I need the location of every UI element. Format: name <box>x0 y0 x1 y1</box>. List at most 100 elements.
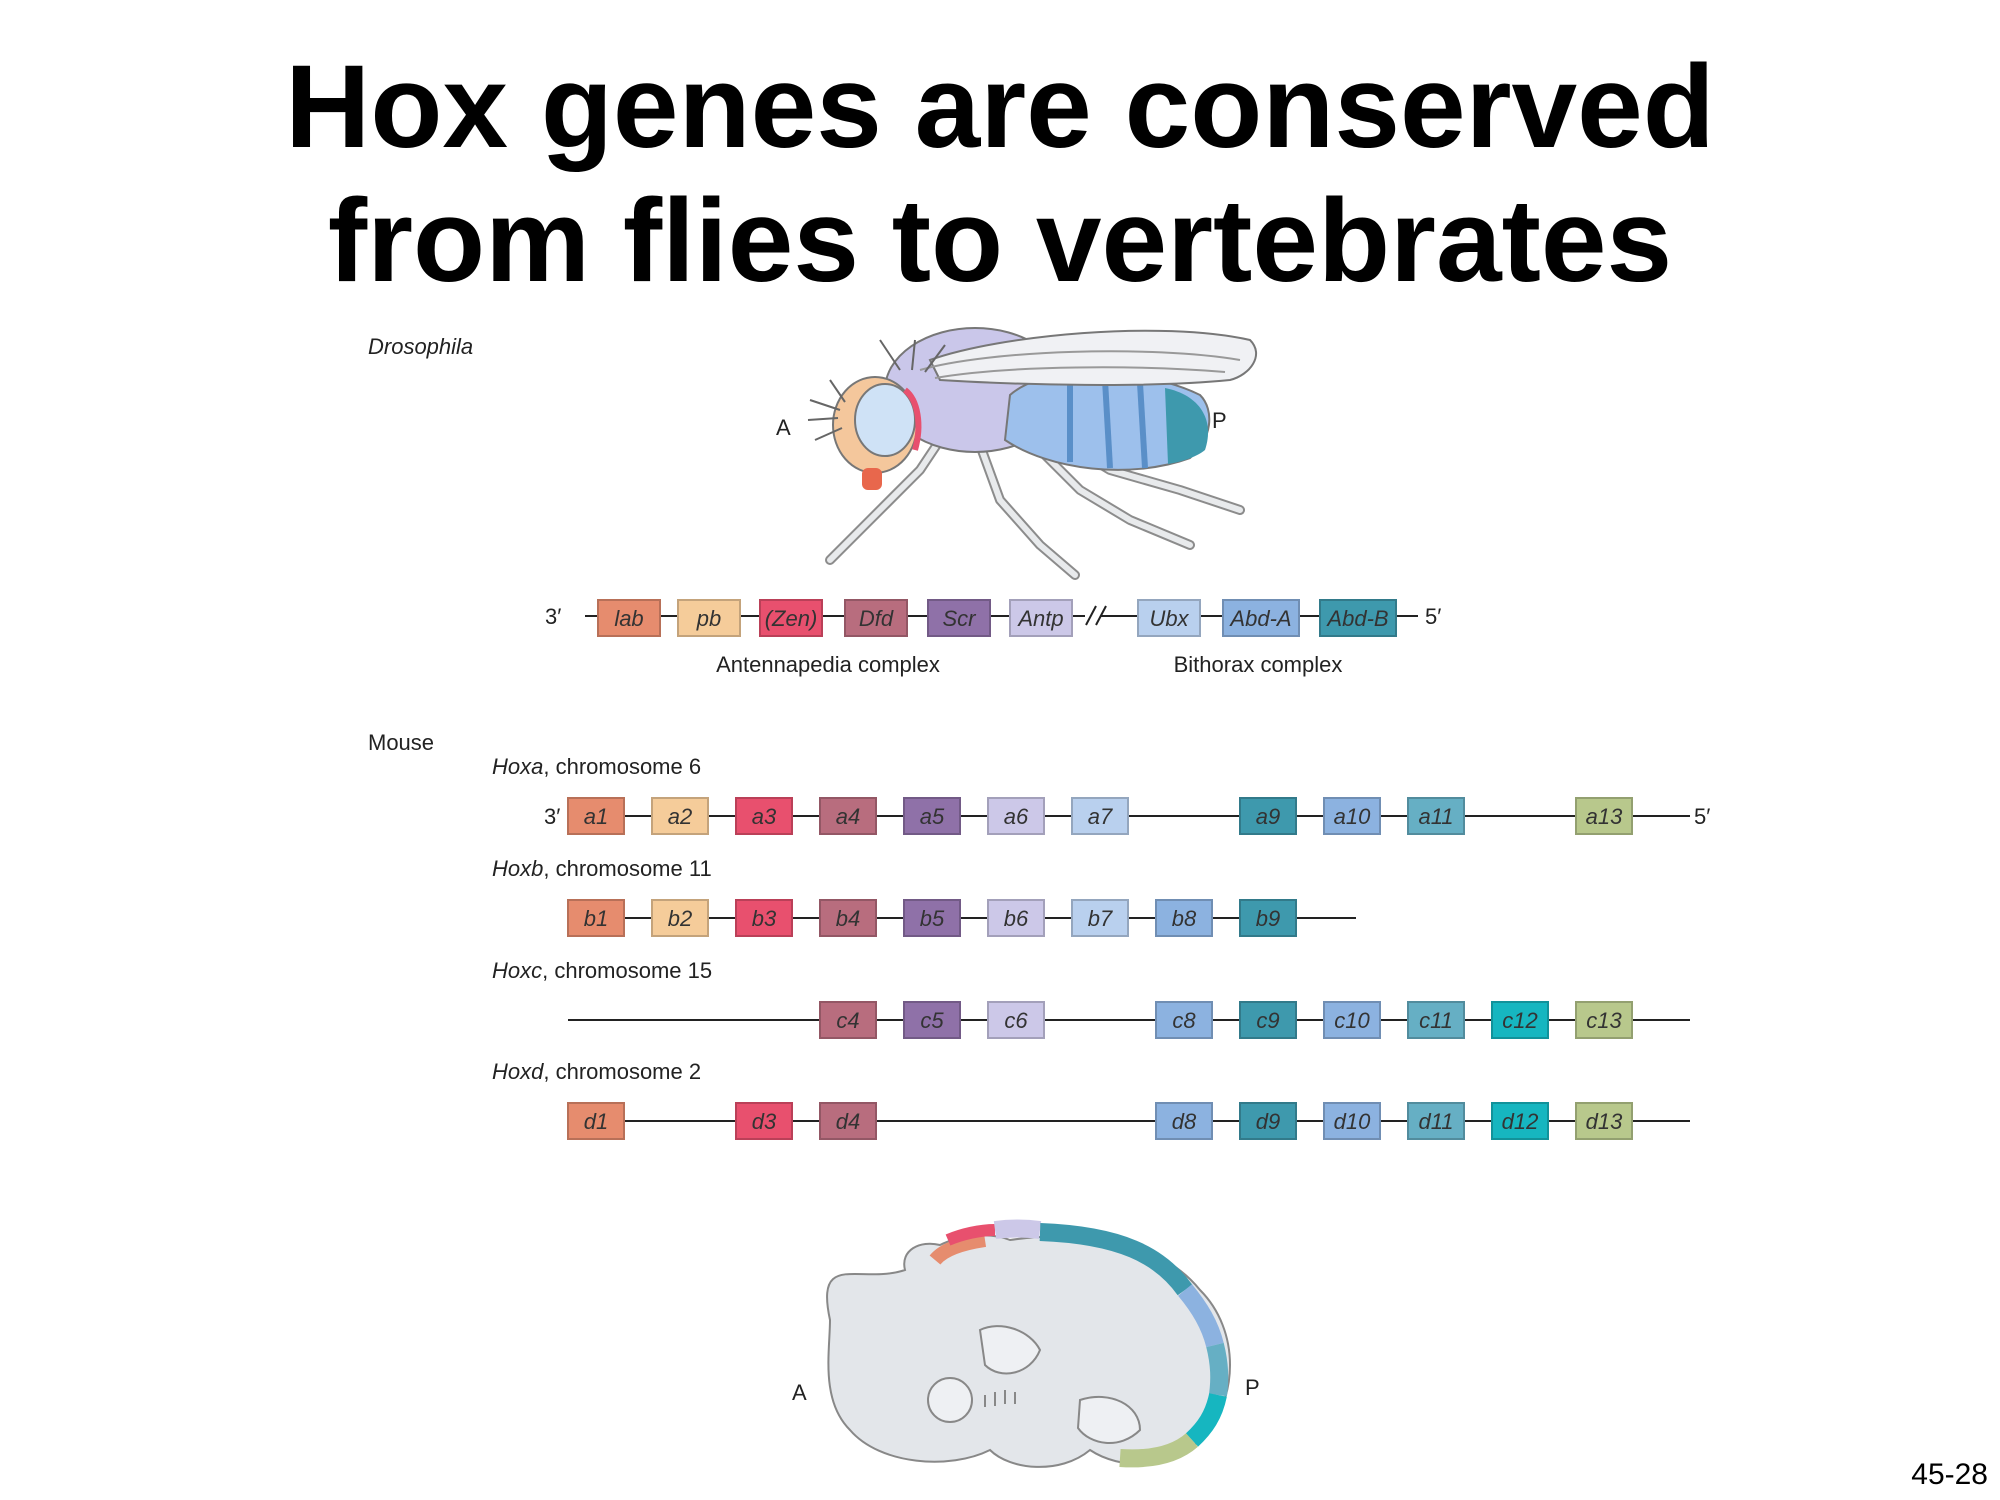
cluster-heading: Hoxc, chromosome 15 <box>492 958 712 983</box>
hox-gene-a6-label: a6 <box>1004 804 1029 829</box>
hox-gene-a13: a13 <box>1575 797 1633 835</box>
hox-gene-d3: d3 <box>735 1102 793 1140</box>
hox-gene-a4-label: a4 <box>836 804 860 829</box>
hox-gene-c11-box <box>1407 1001 1465 1039</box>
hox-gene-b7-label: b7 <box>1088 906 1113 931</box>
fly-gene-2-label: (Zen) <box>765 606 818 631</box>
fly-gene-1-box <box>677 599 741 637</box>
hox-gene-b2-box <box>651 899 709 937</box>
fly-gene-6: Ubx <box>1137 599 1201 637</box>
fly-gene-7-box <box>1222 599 1300 637</box>
fly-illustration: A P <box>776 327 1257 580</box>
hox-gene-c9-box <box>1239 1001 1297 1039</box>
chromosome-break-mark <box>1095 605 1107 626</box>
hox-gene-d1-label: d1 <box>584 1109 608 1134</box>
hox-gene-d8: d8 <box>1155 1102 1213 1140</box>
hox-gene-a4-box <box>819 797 877 835</box>
hox-gene-a5-label: a5 <box>920 804 945 829</box>
hox-gene-b3-label: b3 <box>752 906 777 931</box>
hox-gene-a2: a2 <box>651 797 709 835</box>
hox-gene-d9-box <box>1239 1102 1297 1140</box>
hox-gene-c4-label: c4 <box>836 1008 859 1033</box>
hox-gene-b2: b2 <box>651 899 709 937</box>
fly-gene-0: lab <box>597 599 661 637</box>
fly-anterior-label: A <box>776 415 791 440</box>
hox-gene-b2-label: b2 <box>668 906 692 931</box>
hox-gene-d12-label: d12 <box>1502 1109 1539 1134</box>
hox-gene-a13-label: a13 <box>1586 804 1623 829</box>
fly-gene-3-box <box>844 599 908 637</box>
hox-gene-d11: d11 <box>1407 1102 1465 1140</box>
hox-gene-d13: d13 <box>1575 1102 1633 1140</box>
cluster-heading: Hoxa, chromosome 6 <box>492 754 701 779</box>
hox-gene-c9: c9 <box>1239 1001 1297 1039</box>
hox-gene-b6: b6 <box>987 899 1045 937</box>
antennapedia-complex-label: Antennapedia complex <box>716 652 940 677</box>
hox-gene-b9-label: b9 <box>1256 906 1280 931</box>
hox-gene-b9-box <box>1239 899 1297 937</box>
hox-gene-d1: d1 <box>567 1102 625 1140</box>
hox-gene-c8-label: c8 <box>1172 1008 1196 1033</box>
cluster-chromosome: , chromosome 2 <box>543 1059 701 1084</box>
hox-gene-d11-label: d11 <box>1418 1109 1453 1134</box>
fly-gene-8: Abd-B <box>1319 599 1397 637</box>
fly-gene-0-box <box>597 599 661 637</box>
hox-gene-b5-box <box>903 899 961 937</box>
hox-gene-b3: b3 <box>735 899 793 937</box>
hox-gene-b6-box <box>987 899 1045 937</box>
hox-gene-a6: a6 <box>987 797 1045 835</box>
cluster-heading: Hoxb, chromosome 11 <box>492 856 712 881</box>
hox-gene-d12: d12 <box>1491 1102 1549 1140</box>
fly-gene-5-label: Antp <box>1016 606 1063 631</box>
hox-gene-b5-label: b5 <box>920 906 945 931</box>
fly-gene-7-label: Abd-A <box>1228 606 1291 631</box>
hox-gene-d13-box <box>1575 1102 1633 1140</box>
hox-gene-a4: a4 <box>819 797 877 835</box>
cluster-name: Hoxb <box>492 856 543 881</box>
hox-gene-d9: d9 <box>1239 1102 1297 1140</box>
fly-gene-1-label: pb <box>696 606 721 631</box>
slide-title: Hox genes are conserved from flies to ve… <box>0 40 2000 308</box>
hox-gene-a1-box <box>567 797 625 835</box>
hox-gene-a11-box <box>1407 797 1465 835</box>
hox-gene-c13: c13 <box>1575 1001 1633 1039</box>
fly-gene-3: Dfd <box>844 599 908 637</box>
hox-gene-d1-box <box>567 1102 625 1140</box>
fly-gene-8-box <box>1319 599 1397 637</box>
hox-gene-b1-label: b1 <box>584 906 608 931</box>
hox-gene-a10: a10 <box>1323 797 1381 835</box>
hox-gene-d4-label: d4 <box>836 1109 860 1134</box>
hox-gene-a2-box <box>651 797 709 835</box>
hox-gene-c13-label: c13 <box>1586 1008 1622 1033</box>
hox-gene-d3-label: d3 <box>752 1109 777 1134</box>
hox-gene-a10-box <box>1323 797 1381 835</box>
hox-gene-a5: a5 <box>903 797 961 835</box>
hox-gene-c5-label: c5 <box>920 1008 944 1033</box>
fly-gene-4: Scr <box>927 599 991 637</box>
hox-gene-d10-box <box>1323 1102 1381 1140</box>
fly-gene-5-box <box>1009 599 1073 637</box>
hox-gene-b7: b7 <box>1071 899 1129 937</box>
fly-gene-4-box <box>927 599 991 637</box>
cluster-chromosome: , chromosome 11 <box>543 856 711 881</box>
fly-gene-2: (Zen) <box>759 599 823 637</box>
hox-gene-c6: c6 <box>987 1001 1045 1039</box>
hox-gene-b4-label: b4 <box>836 906 860 931</box>
hox-gene-c10-label: c10 <box>1334 1008 1370 1033</box>
cluster-chromosome: , chromosome 6 <box>543 754 701 779</box>
hox-cluster-hoxb: Hoxb, chromosome 11 b1 b2 b3 b4 b5 b6 b7 b8 b9 <box>492 856 1356 937</box>
hox-gene-c8-box <box>1155 1001 1213 1039</box>
hox-gene-b8: b8 <box>1155 899 1213 937</box>
hox-gene-a1: a1 <box>567 797 625 835</box>
hox-gene-a2-label: a2 <box>668 804 692 829</box>
mouse-end-3prime: 3′ <box>544 804 560 829</box>
hox-gene-c6-label: c6 <box>1004 1008 1028 1033</box>
hox-gene-c10: c10 <box>1323 1001 1381 1039</box>
hox-gene-a11: a11 <box>1407 797 1465 835</box>
mouse-end-5prime: 5′ <box>1694 804 1710 829</box>
hox-gene-c5-box <box>903 1001 961 1039</box>
hox-gene-a13-box <box>1575 797 1633 835</box>
title-line-2: from flies to vertebrates <box>327 175 1673 307</box>
fly-gene-6-label: Ubx <box>1149 606 1189 631</box>
fly-gene-3-label: Dfd <box>859 606 894 631</box>
